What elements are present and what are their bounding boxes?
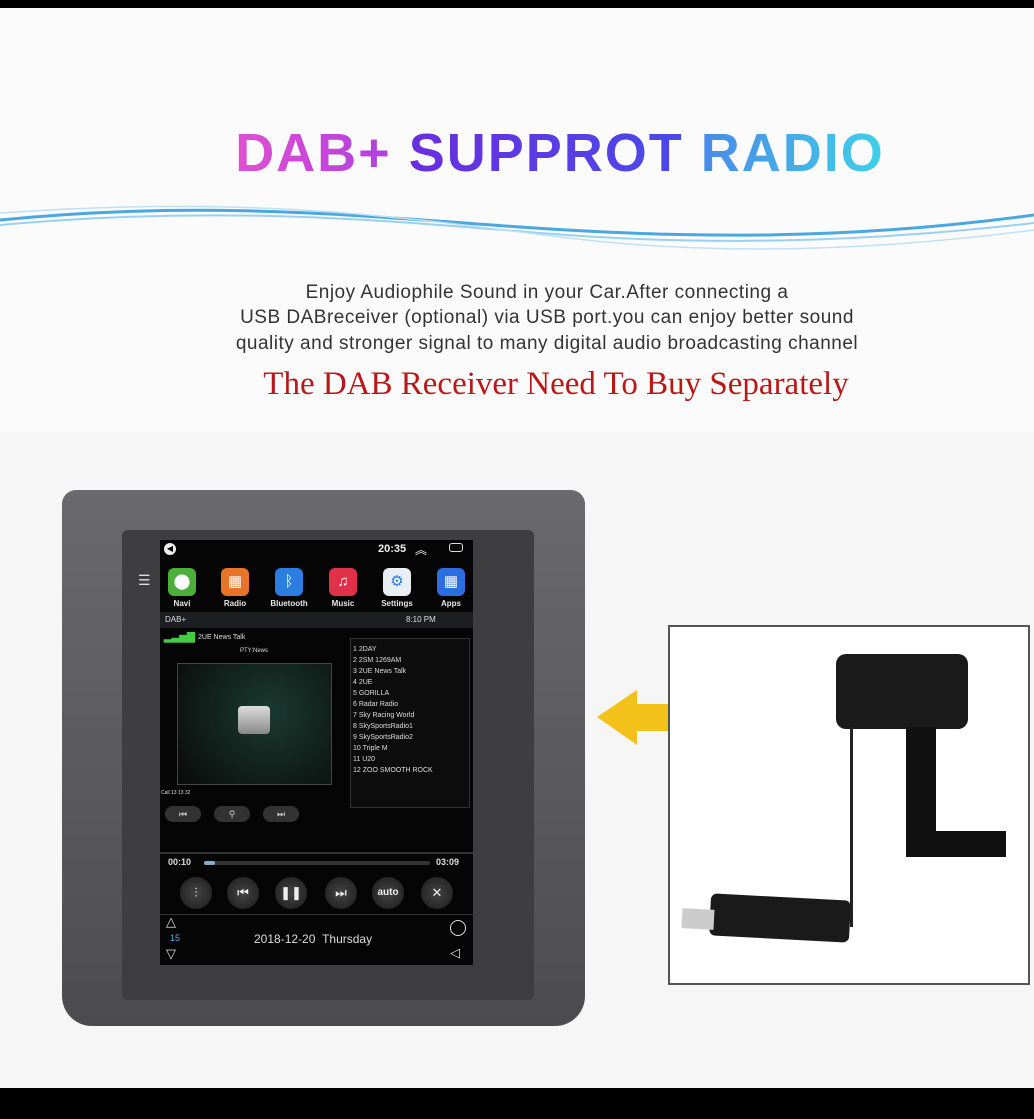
settings-icon[interactable]: ⚙ (383, 568, 411, 596)
equalizer-button[interactable]: ⫶ (180, 877, 212, 909)
elapsed-time: 00:10 (168, 857, 192, 867)
progress-slider[interactable] (204, 861, 430, 865)
signal-icon: ▂▃▅▇ (164, 632, 195, 643)
previous-button[interactable]: ⏮ (227, 877, 259, 909)
top-bar (0, 0, 1034, 8)
next-station-button[interactable]: ⏭ (263, 806, 299, 822)
radio-icon[interactable]: ▦ (221, 568, 249, 596)
channel-item[interactable]: 6 Radar Radio (353, 701, 399, 708)
channel-item[interactable]: 10 Triple M (353, 745, 388, 752)
app-label: Apps (441, 599, 461, 608)
antenna-pad (836, 654, 968, 729)
album-art (177, 663, 332, 785)
pause-button[interactable]: ❚❚ (275, 877, 307, 909)
app-label: Bluetooth (270, 599, 308, 608)
description-line: Enjoy Audiophile Sound in your Car.After… (305, 282, 789, 303)
channel-item[interactable]: 2 2SM 1269AM (353, 657, 402, 664)
back-icon[interactable]: ◀ (164, 543, 176, 555)
window-icon[interactable] (449, 543, 463, 552)
music-icon[interactable]: ♫ (329, 568, 357, 596)
auto-button[interactable]: auto (372, 877, 404, 909)
channel-item[interactable]: 9 SkySportsRadio2 (353, 734, 413, 741)
channel-item[interactable]: 5 GORILLA (353, 690, 390, 697)
usb-dongle (708, 893, 852, 943)
arrow-left-icon (597, 690, 697, 745)
total-time: 03:09 (436, 857, 460, 867)
station-name: 2UE News Talk (198, 634, 246, 641)
next-button[interactable]: ⏭ (325, 877, 357, 909)
bottom-bar (0, 1088, 1034, 1119)
dab-receiver-image (668, 625, 1030, 985)
channel-list (350, 638, 470, 808)
pty-label: PTY:News (240, 648, 269, 654)
notice-text: The DAB Receiver Need To Buy Separately (263, 366, 849, 402)
wave-decoration (0, 205, 1034, 250)
channel-item[interactable]: 4 2UE (353, 679, 373, 686)
radio-image (238, 706, 270, 734)
app-label: Radio (223, 599, 247, 608)
menu-icon[interactable]: ☰ (138, 572, 151, 588)
search-button[interactable]: ⚲ (214, 806, 250, 822)
apps-icon[interactable]: ▦ (437, 568, 465, 596)
bluetooth-icon[interactable]: ᛒ (275, 568, 303, 596)
prev-station-button[interactable]: ⏮ (165, 806, 201, 822)
volume-down-icon[interactable]: ▽ (166, 946, 176, 961)
back-nav-icon[interactable]: ◁ (450, 945, 460, 960)
fullscreen-exit-button[interactable]: ✕ (421, 877, 453, 909)
weekday: Thursday (322, 932, 373, 946)
date: 2018-12-20 (254, 932, 316, 946)
app-label: Navi (173, 599, 191, 608)
usb-plug (681, 908, 715, 930)
channel-item[interactable]: 11 U20 (353, 756, 376, 763)
channel-item[interactable]: 12 ZOO SMOOTH ROCK (353, 767, 433, 774)
headline: DAB+ SUPPROT RADIO (0, 122, 1034, 184)
headline-dab: DAB+ (235, 123, 392, 183)
volume-up-icon[interactable]: △ (166, 914, 176, 929)
navi-icon[interactable]: ⬤ (168, 568, 196, 596)
channel-item[interactable]: 3 2UE News Talk (353, 668, 407, 675)
description-line: USB DABreceiver (optional) via USB port.… (240, 307, 854, 328)
home-icon[interactable] (450, 920, 466, 936)
antenna-film (906, 727, 1006, 857)
channel-item[interactable]: 1 2DAY (353, 646, 377, 653)
head-unit-screen: ◀ 20:35 ︽ ⬤ Navi ▦ Radio ᛒ Bluetooth ♫ M… (160, 540, 473, 965)
call-number: Call 13 13 32 (161, 790, 191, 796)
headline-support: SUPPROT (408, 123, 684, 183)
chevron-up-icon[interactable]: ︽ (415, 543, 428, 557)
channel-item[interactable]: 8 SkySportsRadio1 (353, 723, 413, 730)
status-time: 20:35 (378, 543, 407, 555)
dab-time: 8:10 PM (406, 615, 436, 624)
dab-label: DAB+ (165, 615, 187, 624)
volume-level: 15 (170, 933, 181, 943)
app-label: Music (331, 599, 355, 608)
date-display: 2018-12-20 Thursday (254, 932, 372, 946)
description-line: quality and stronger signal to many digi… (235, 333, 859, 354)
channel-item[interactable]: 7 Sky Racing World (353, 712, 415, 719)
headline-radio: RADIO (700, 123, 885, 183)
app-label: Settings (381, 599, 413, 608)
